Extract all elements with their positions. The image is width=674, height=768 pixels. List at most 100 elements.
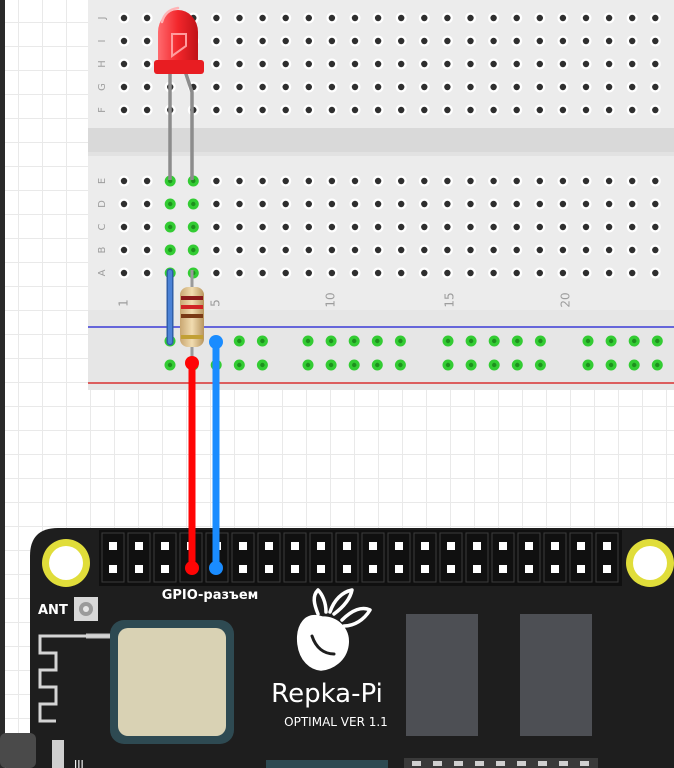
breadboard-hole	[234, 244, 245, 256]
gpio-pin	[473, 542, 481, 550]
row-label-d: D	[97, 200, 108, 208]
breadboard-hole	[280, 58, 292, 70]
breadboard-hole	[326, 35, 338, 47]
rail-hole	[628, 335, 640, 347]
breadboard-hole	[418, 175, 430, 187]
rail-hole	[582, 359, 594, 371]
breadboard-hole	[280, 244, 292, 256]
breadboard-hole	[303, 244, 315, 256]
gpio-pin	[421, 542, 429, 550]
breadboard-hole	[326, 244, 338, 256]
breadboard-hole	[649, 244, 661, 256]
breadboard-hole	[534, 35, 546, 47]
breadboard-hole	[511, 35, 523, 47]
breadboard-hole	[372, 175, 384, 187]
row-labels: J I H G F E D C B A	[97, 17, 108, 277]
breadboard-hole	[141, 244, 153, 256]
breadboard-hole	[141, 58, 153, 70]
rail-hole	[465, 335, 477, 347]
breadboard-hole	[210, 104, 222, 116]
antenna-label: ANT	[38, 603, 68, 618]
breadboard-hole	[557, 104, 569, 116]
wire-ground[interactable]	[209, 335, 223, 575]
breadboard-hole	[580, 104, 592, 116]
breadboard-hole	[580, 81, 592, 93]
breadboard-hole	[372, 81, 384, 93]
led-dome	[158, 10, 198, 66]
gpio-pin-pair	[569, 532, 593, 583]
resistor-band-1	[181, 296, 203, 300]
breadboard-hole	[349, 104, 361, 116]
soc-chip-top	[266, 760, 388, 768]
breadboard-hole	[234, 81, 245, 93]
led[interactable]	[154, 6, 204, 180]
breadboard-hole	[511, 175, 523, 187]
breadboard-hole	[465, 244, 476, 256]
breadboard-hole	[418, 12, 430, 24]
antenna-connector-pin	[83, 606, 89, 612]
rail-hole	[651, 359, 663, 371]
breadboard-hole	[210, 198, 222, 210]
breadboard-hole	[234, 35, 245, 47]
breadboard-hole	[580, 221, 592, 233]
breadboard-hole	[372, 12, 384, 24]
bottom-connector-pin	[454, 761, 463, 766]
breadboard-hole	[234, 175, 245, 187]
breadboard-hole	[418, 35, 430, 47]
resistor[interactable]	[180, 270, 204, 362]
breadboard-hole	[395, 58, 407, 70]
gpio-pin	[499, 565, 507, 573]
rail-hole	[511, 335, 523, 347]
breadboard-hole	[580, 175, 592, 187]
row-label-i: I	[97, 40, 108, 43]
breadboard-hole	[303, 12, 315, 24]
gpio-pin	[577, 565, 585, 573]
bottom-connector-pin	[412, 761, 421, 766]
breadboard-hole	[534, 221, 546, 233]
breadboard-hole-connected	[187, 221, 199, 233]
breadboard-hole	[118, 198, 130, 210]
bottom-connector-pin	[580, 761, 589, 766]
gpio-pin	[499, 542, 507, 550]
radish-leaf-middle	[328, 588, 354, 616]
gpio-pin	[447, 565, 455, 573]
gpio-pin	[369, 542, 377, 550]
breadboard-hole	[395, 244, 407, 256]
window-edge	[0, 0, 5, 768]
breadboard-hole	[441, 81, 453, 93]
breadboard-hole	[603, 244, 615, 256]
breadboard-hole	[441, 221, 453, 233]
gpio-pin	[447, 542, 455, 550]
gpio-pin	[135, 542, 143, 550]
breadboard-hole	[141, 175, 153, 187]
gpio-pin	[525, 565, 533, 573]
radish-leaf-left	[312, 588, 328, 616]
breadboard-hole	[118, 12, 130, 24]
breadboard-hole	[626, 221, 638, 233]
breadboard-hole-connected	[164, 221, 176, 233]
breadboard-hole	[441, 12, 453, 24]
breadboard-hole	[418, 198, 430, 210]
breadboard-hole	[118, 35, 130, 47]
bottom-connector-pin	[496, 761, 505, 766]
breadboard-hole	[141, 35, 153, 47]
breadboard-hole	[257, 221, 269, 233]
breadboard-hole	[488, 81, 500, 93]
rail-hole	[534, 359, 546, 371]
breadboard-hole	[511, 244, 523, 256]
breadboard-hole	[118, 267, 130, 279]
gpio-pin	[291, 565, 299, 573]
row-label-a: A	[97, 269, 108, 276]
breadboard-hole	[326, 267, 338, 279]
breadboard-hole	[210, 81, 222, 93]
gpio-pin	[603, 565, 611, 573]
gpio-pin	[317, 565, 325, 573]
breadboard-hole	[441, 104, 453, 116]
breadboard-hole	[557, 244, 569, 256]
breadboard-hole	[372, 58, 384, 70]
breadboard-hole	[395, 81, 407, 93]
breadboard-hole	[557, 175, 569, 187]
gpio-pin-pair	[361, 532, 385, 583]
rail-hole	[325, 359, 337, 371]
wire-power[interactable]	[185, 356, 199, 575]
